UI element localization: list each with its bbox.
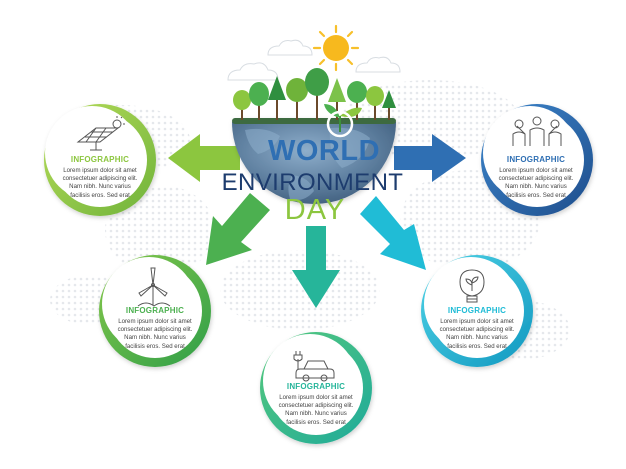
sprout-icon — [324, 104, 362, 138]
card-body-line: Lorem ipsum dolor sit amet — [440, 318, 514, 325]
card-body-line: Nam nibh. Nunc varius — [446, 334, 508, 342]
card-middle-left: INFOGRAPHIC Lorem ipsum dolor sit amet c… — [107, 306, 203, 351]
card-body-line: Nam nibh. Nunc varius — [505, 183, 567, 191]
card-body-line: consectetuer adipiscing elit. — [498, 175, 574, 183]
card-middle-right: INFOGRAPHIC Lorem ipsum dolor sit amet c… — [429, 306, 525, 351]
card-body-line: Nam nibh. Nunc varius — [124, 334, 186, 342]
card-label: INFOGRAPHIC — [125, 306, 185, 315]
earth-globe — [232, 118, 396, 204]
family-icon — [512, 116, 562, 146]
card-ring-bottom — [260, 332, 372, 444]
card-label: INFOGRAPHIC — [286, 382, 346, 391]
title-day: DAY — [284, 194, 346, 226]
card-body-line: facilisis eros. Sed erat — [506, 191, 566, 199]
card-ring-top-left — [44, 104, 156, 216]
card-body-line: Lorem ipsum dolor sit amet — [499, 167, 573, 174]
card-body-line: consectetuer adipiscing elit. — [439, 326, 515, 334]
card-body-line: facilisis eros. Sed erat — [70, 191, 130, 199]
card-label: INFOGRAPHIC — [70, 155, 130, 164]
card-body-line: consectetuer adipiscing elit. — [62, 175, 138, 183]
card-body-line: consectetuer adipiscing elit. — [278, 402, 354, 410]
eco-lightbulb-icon — [459, 269, 485, 303]
card-body-line: Lorem ipsum dolor sit amet — [279, 394, 353, 401]
card-label: INFOGRAPHIC — [506, 155, 566, 164]
card-ring-middle-right — [421, 255, 533, 367]
arrow-to-middle-left-card — [206, 193, 270, 265]
card-label: INFOGRAPHIC — [447, 306, 507, 315]
card-body-line: facilisis eros. Sed erat — [286, 418, 346, 426]
card-body-line: facilisis eros. Sed erat — [447, 342, 507, 350]
card-top-left: INFOGRAPHIC Lorem ipsum dolor sit amet c… — [52, 155, 148, 200]
title-environment: ENVIRONMENT — [221, 169, 404, 196]
card-bottom: INFOGRAPHIC Lorem ipsum dolor sit amet c… — [268, 382, 364, 427]
cloud-icon — [227, 39, 401, 81]
card-body-line: consectetuer adipiscing elit. — [117, 326, 193, 334]
card-body-line: Lorem ipsum dolor sit amet — [118, 318, 192, 325]
card-body-line: Nam nibh. Nunc varius — [285, 410, 347, 418]
forest-illustration — [233, 68, 396, 138]
solar-panel-icon — [76, 116, 125, 151]
arrow-to-middle-right-card — [360, 196, 426, 270]
arrow-to-top-right-card — [394, 134, 466, 182]
card-body-line: facilisis eros. Sed erat — [125, 342, 185, 350]
title-world: WORLD — [267, 135, 381, 167]
card-body-line: Nam nibh. Nunc varius — [69, 183, 131, 191]
card-body-line: Lorem ipsum dolor sit amet — [63, 167, 137, 174]
card-ring-middle-left — [99, 255, 211, 367]
arrow-to-top-left-card — [168, 134, 240, 182]
card-top-right: INFOGRAPHIC Lorem ipsum dolor sit amet c… — [488, 155, 584, 200]
electric-car-icon — [293, 351, 335, 382]
arrow-to-bottom-card — [292, 226, 340, 308]
wind-turbine-icon — [137, 267, 171, 307]
sun-icon — [312, 24, 360, 72]
